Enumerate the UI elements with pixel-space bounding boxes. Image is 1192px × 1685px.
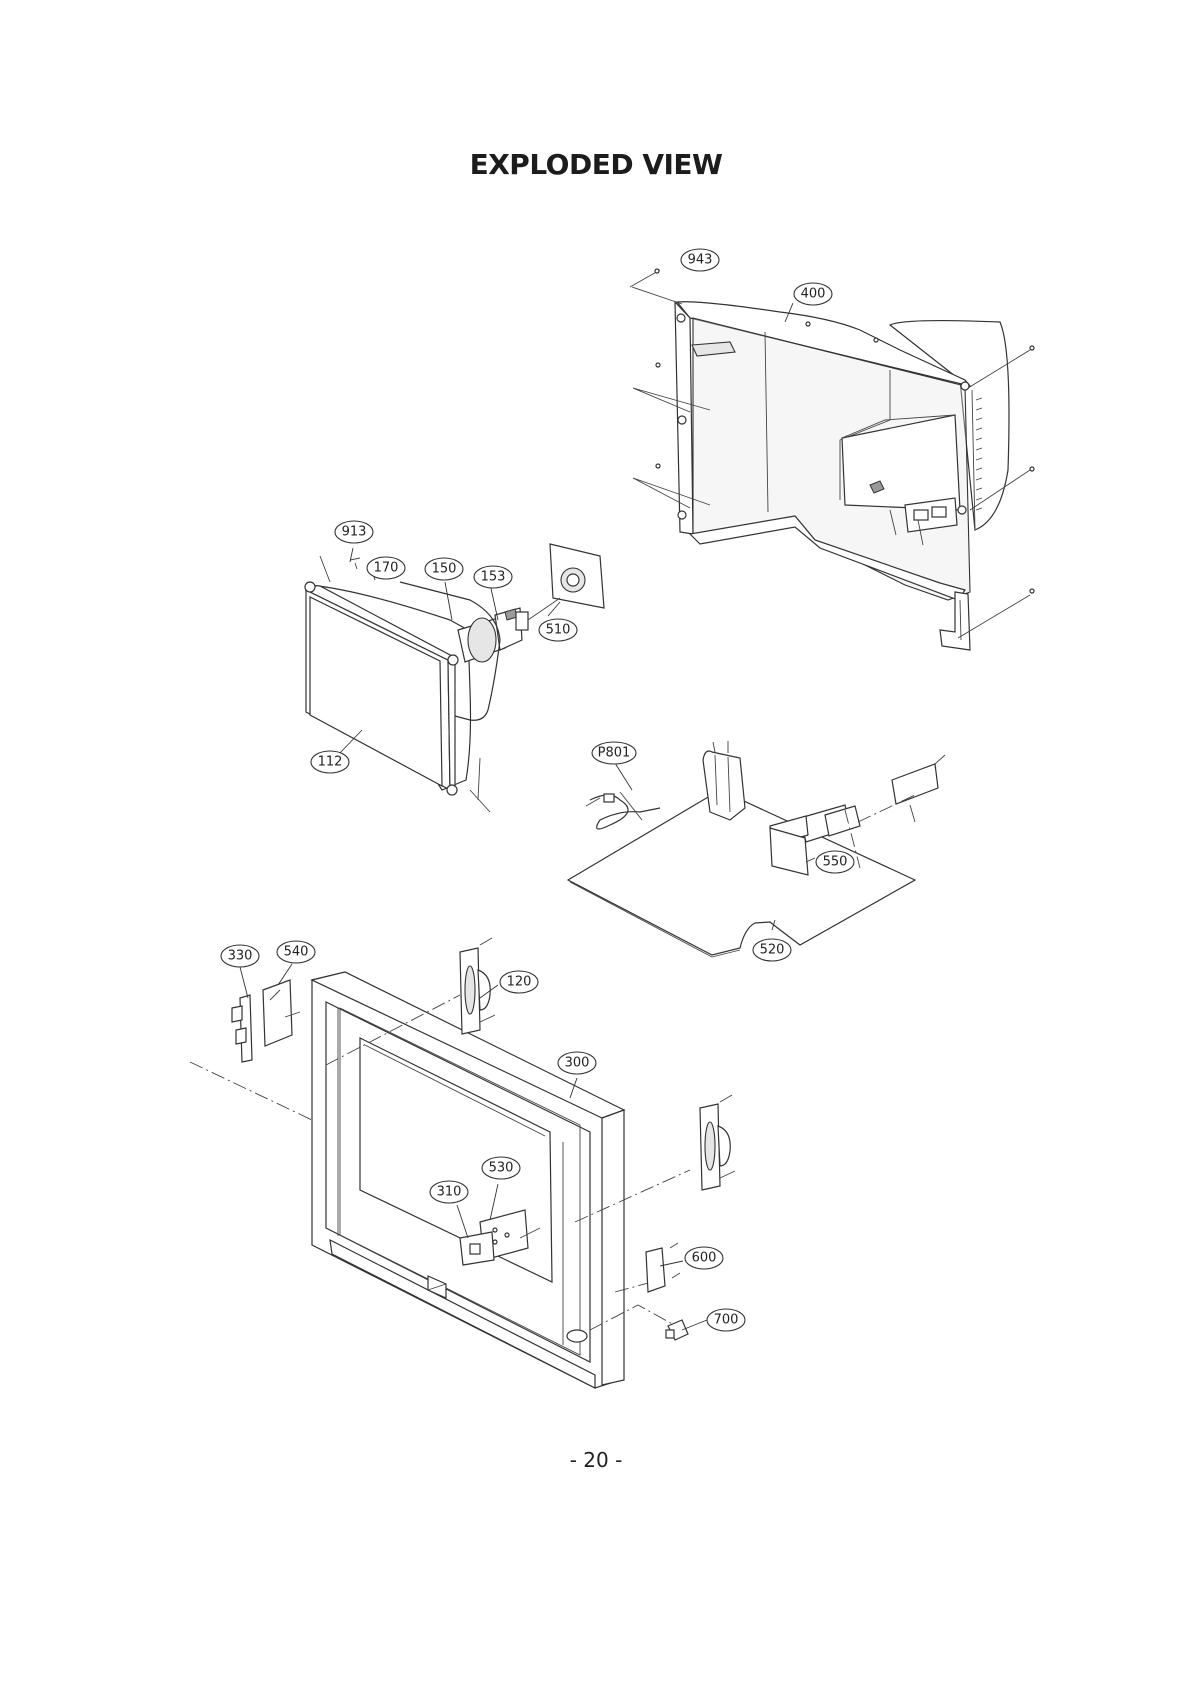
svg-text:913: 913: [342, 525, 367, 540]
page-number: - 20 -: [0, 1448, 1192, 1472]
callout-150: 150: [425, 558, 463, 580]
callout-400: 400: [794, 283, 832, 305]
svg-text:310: 310: [437, 1185, 462, 1200]
callout-913: 913: [335, 521, 373, 543]
svg-text:400: 400: [801, 287, 826, 302]
picture-tube: [305, 556, 528, 812]
callout-943: 943: [681, 249, 719, 271]
av-board: [646, 1243, 680, 1292]
callout-170: 170: [367, 557, 405, 579]
callout-120: 120: [500, 971, 538, 993]
svg-text:520: 520: [760, 943, 785, 958]
speaker-right: [700, 1095, 735, 1190]
callout-510: 510: [539, 619, 577, 641]
svg-text:330: 330: [228, 949, 253, 964]
power-cord: [586, 792, 660, 829]
svg-text:700: 700: [714, 1313, 739, 1328]
svg-text:P801: P801: [598, 746, 631, 761]
callout-700: 700: [707, 1309, 745, 1331]
svg-text:150: 150: [432, 562, 457, 577]
side-bracket: [232, 980, 300, 1062]
callout-530: 530: [482, 1157, 520, 1179]
main-pcb: [568, 741, 945, 957]
svg-text:120: 120: [507, 975, 532, 990]
svg-text:300: 300: [565, 1056, 590, 1071]
speaker-left: [460, 938, 495, 1034]
svg-text:600: 600: [692, 1251, 717, 1266]
svg-text:540: 540: [284, 945, 309, 960]
svg-text:112: 112: [318, 755, 343, 770]
back-cover: [630, 269, 1034, 650]
callout-330: 330: [221, 945, 259, 967]
callout-310: 310: [430, 1181, 468, 1203]
callout-600: 600: [685, 1247, 723, 1269]
svg-text:153: 153: [481, 570, 506, 585]
knob-700: [666, 1320, 688, 1340]
svg-text:510: 510: [546, 623, 571, 638]
callout-540: 540: [277, 941, 315, 963]
svg-text:530: 530: [489, 1161, 514, 1176]
callout-P801: P801: [592, 742, 636, 764]
svg-text:943: 943: [688, 253, 713, 268]
callout-300: 300: [558, 1052, 596, 1074]
bracket-510: [528, 544, 604, 620]
callout-112: 112: [311, 751, 349, 773]
callout-550: 550: [816, 851, 854, 873]
svg-text:170: 170: [374, 561, 399, 576]
callout-153: 153: [474, 566, 512, 588]
callout-520: 520: [753, 939, 791, 961]
svg-text:550: 550: [823, 855, 848, 870]
